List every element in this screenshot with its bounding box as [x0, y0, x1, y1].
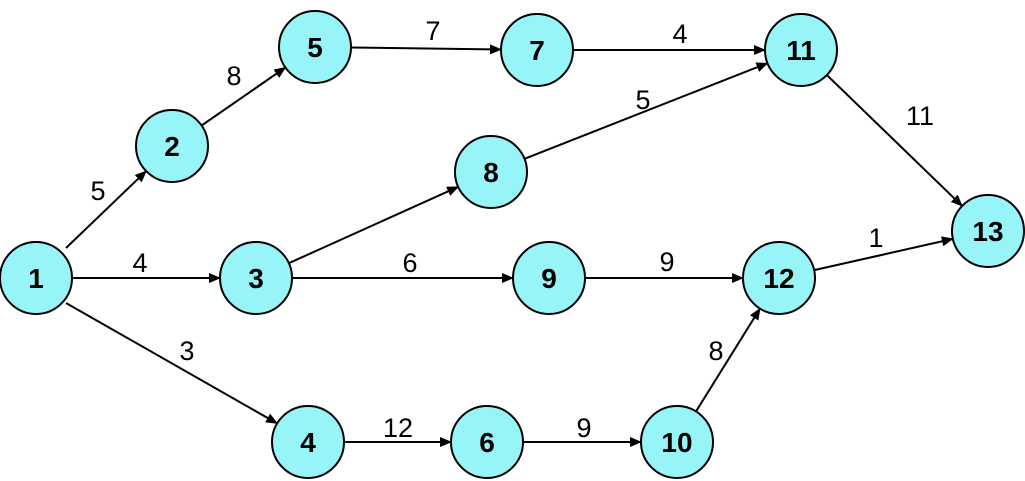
node-circle [135, 109, 209, 183]
node-label: 5 [307, 32, 323, 63]
edge-weight-1-3: 4 [132, 248, 147, 278]
node-label: 12 [763, 263, 794, 294]
node-circle [512, 241, 586, 315]
edge-weight-2-5: 8 [226, 61, 241, 91]
node-1: 1 [0, 241, 73, 315]
node-label: 13 [972, 216, 1003, 247]
node-circle [742, 241, 816, 315]
node-8: 8 [454, 135, 528, 209]
node-10: 10 [640, 405, 714, 479]
edge-weight-6-10: 9 [576, 413, 591, 443]
node-7: 7 [500, 13, 574, 87]
edge-8-11 [524, 62, 769, 160]
node-12: 12 [742, 241, 816, 315]
edges-layer [65, 44, 963, 447]
node-label: 1 [28, 263, 44, 294]
edge-weight-1-2: 5 [90, 176, 105, 206]
edge-weight-7-11: 4 [672, 19, 687, 49]
node-circle [0, 241, 73, 315]
node-label: 4 [300, 427, 316, 458]
edge-3-8 [288, 185, 460, 265]
node-label: 9 [541, 263, 557, 294]
edge-weight-4-6: 12 [383, 413, 413, 443]
node-11: 11 [764, 13, 838, 87]
node-circle [278, 10, 352, 84]
node-label: 7 [529, 35, 545, 66]
node-6: 6 [450, 405, 524, 479]
node-13: 13 [951, 194, 1025, 268]
edge-11-13 [826, 74, 963, 207]
node-label: 11 [786, 35, 816, 66]
edge-weight-3-9: 6 [402, 248, 417, 278]
edge-weight-12-13: 1 [868, 223, 883, 253]
node-circle [219, 241, 293, 315]
node-5: 5 [278, 10, 352, 84]
node-label: 2 [164, 131, 180, 162]
edge-12-13 [813, 236, 954, 272]
node-circle [500, 13, 574, 87]
edge-1-2 [65, 170, 147, 249]
edge-10-12 [695, 307, 761, 412]
edge-1-4 [65, 302, 279, 425]
node-3: 3 [219, 241, 293, 315]
edge-weight-8-11: 5 [635, 85, 650, 115]
edge-weight-9-12: 9 [659, 247, 674, 277]
node-label: 8 [483, 157, 499, 188]
edge-weight-5-7: 7 [425, 16, 440, 46]
node-circle [271, 405, 345, 479]
node-9: 9 [512, 241, 586, 315]
node-circle [640, 405, 714, 479]
node-2: 2 [135, 109, 209, 183]
node-label: 6 [479, 427, 495, 458]
node-circle [450, 405, 524, 479]
edge-2-5 [201, 66, 287, 127]
edge-weight-11-13: 11 [906, 101, 934, 131]
node-label: 10 [661, 427, 692, 458]
node-circle [951, 194, 1025, 268]
edge-5-7 [350, 44, 503, 55]
node-circle [764, 13, 838, 87]
edge-weight-1-4: 3 [179, 336, 194, 366]
edge-weight-10-12: 8 [708, 336, 723, 366]
node-circle [454, 135, 528, 209]
node-label: 3 [248, 263, 264, 294]
node-4: 4 [271, 405, 345, 479]
